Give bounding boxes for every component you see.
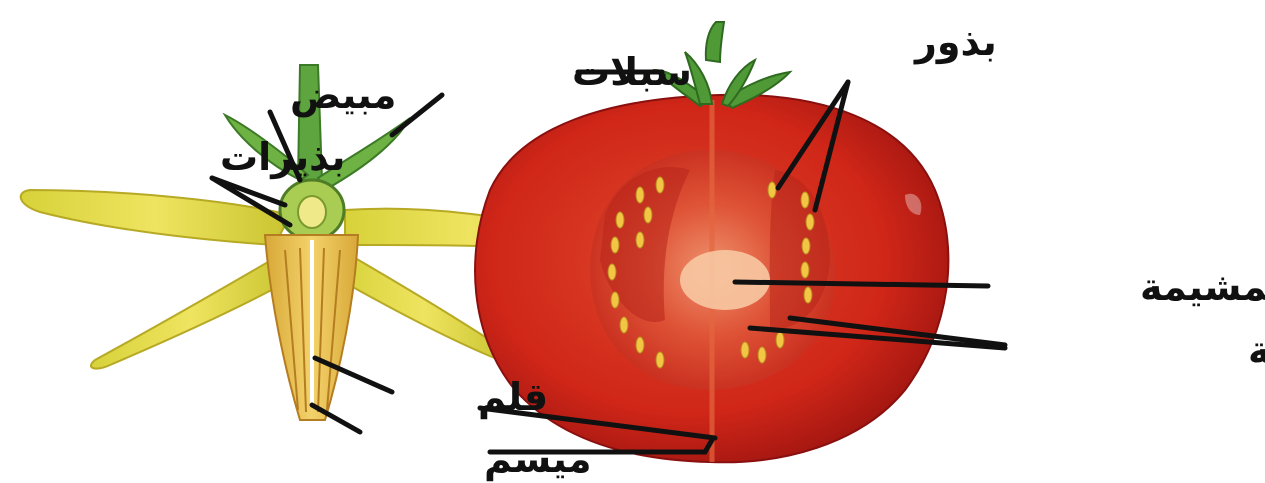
seed — [768, 182, 776, 198]
seed — [608, 264, 616, 280]
seed — [776, 332, 784, 348]
seed — [801, 262, 809, 278]
seed — [802, 238, 810, 254]
label-style: قلم — [478, 375, 548, 420]
petal-left-lower — [91, 255, 290, 369]
seed — [804, 287, 812, 303]
seed — [741, 342, 749, 358]
seed — [644, 207, 652, 223]
seed — [656, 352, 664, 368]
seed — [620, 317, 628, 333]
label-stigma: ميسم — [484, 437, 592, 482]
seed — [636, 337, 644, 353]
label-placenta: المشيمة — [1140, 265, 1265, 309]
seed — [636, 187, 644, 203]
seed — [656, 177, 664, 193]
seed — [611, 292, 619, 308]
leader-sepals-flower — [392, 95, 442, 135]
seed — [758, 347, 766, 363]
label-ovary: مبيض — [290, 73, 396, 117]
tomato-stem — [706, 22, 724, 62]
label-seeds: بذور — [913, 20, 997, 65]
label-sepals: سبلات — [572, 50, 692, 94]
seed — [636, 232, 644, 248]
label-ovules: بذيرات — [220, 135, 345, 179]
seed — [616, 212, 624, 228]
ovary-core — [298, 196, 326, 228]
seed — [806, 214, 814, 230]
label-umbilical-cords: حبال سرية — [1248, 328, 1265, 372]
seed — [611, 237, 619, 253]
seed — [801, 192, 809, 208]
